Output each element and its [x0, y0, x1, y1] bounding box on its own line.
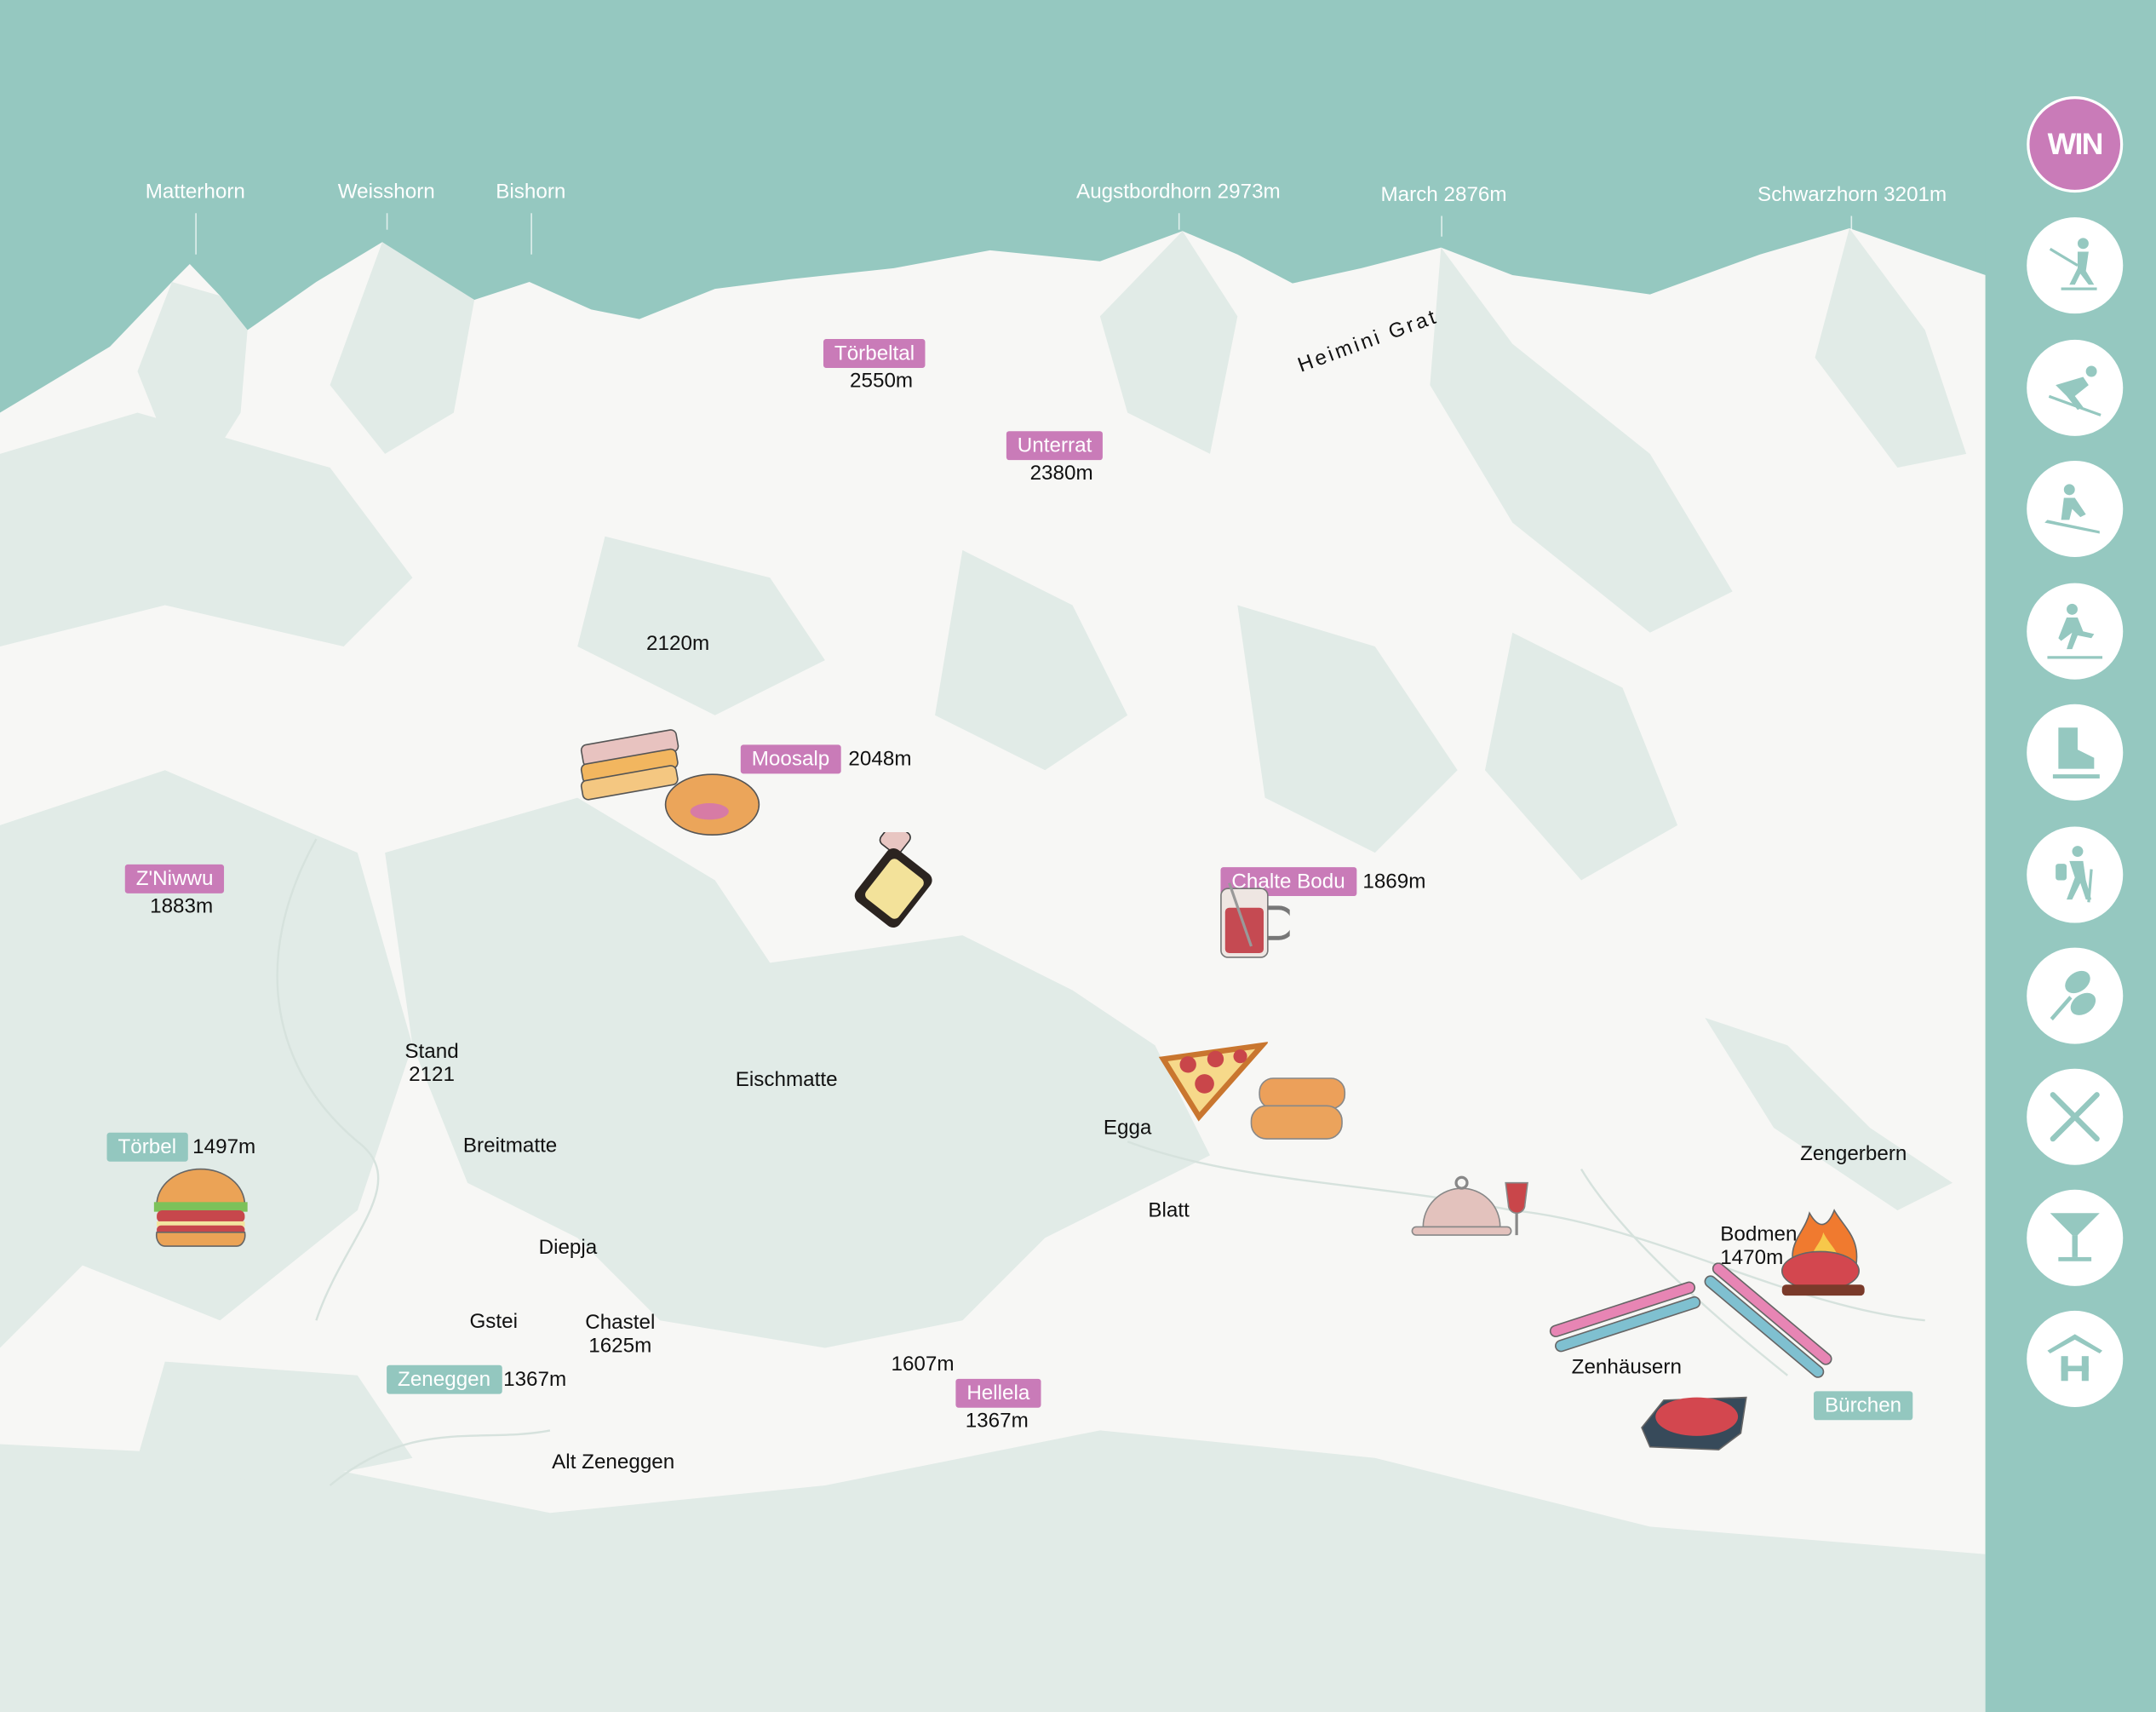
dinner-icon[interactable] — [1409, 1169, 1536, 1244]
win-logo-button[interactable]: WIN — [2027, 96, 2124, 193]
sledding-icon[interactable] — [2027, 460, 2124, 557]
activity-sidebar: WIN — [1985, 0, 2156, 1712]
altitude-label: 1367m — [503, 1367, 567, 1392]
place-label-zengerbern: Zengerbern — [1800, 1142, 1907, 1166]
peak-label-bishorn: Bishorn — [496, 180, 566, 204]
snowshoe-icon[interactable] — [2027, 947, 2124, 1044]
village-badge-zeneggen[interactable]: Zeneggen — [387, 1364, 502, 1394]
hiking-icon[interactable] — [2027, 826, 2124, 923]
peak-marker — [386, 213, 388, 230]
station-badge-hellela[interactable]: Hellela — [955, 1378, 1041, 1408]
pizza-icon[interactable] — [1158, 1040, 1268, 1123]
altitude-label: 1883m — [150, 894, 214, 918]
skiing-icon[interactable] — [2027, 217, 2124, 314]
place-name: Bodmen — [1720, 1222, 1798, 1247]
altitude-label: 2380m — [1029, 461, 1093, 485]
hotel-icon[interactable] — [2027, 1310, 2124, 1407]
altitude-label: 1869m — [1362, 870, 1426, 893]
restaurant-icon[interactable] — [2027, 1068, 2124, 1165]
altitude-label: 1497m — [192, 1135, 256, 1159]
altitude-label: 2120m — [646, 632, 710, 656]
peak-marker — [1178, 213, 1180, 230]
peak-label-matterhorn: Matterhorn — [145, 180, 245, 204]
station-badge-moosalp[interactable]: Moosalp — [740, 744, 841, 774]
cross-country-ski-icon[interactable] — [2027, 583, 2124, 680]
altitude-label: 2048m — [848, 747, 912, 772]
sandwich-icon[interactable] — [575, 727, 685, 803]
place-label-diepja: Diepja — [538, 1235, 598, 1260]
raclette-icon[interactable] — [839, 831, 949, 935]
peak-label-augstbordhorn: Augstbordhorn 2973m — [1076, 180, 1281, 204]
place-altitude: 2121 — [409, 1063, 455, 1087]
peak-marker — [530, 213, 532, 255]
peak-marker — [195, 213, 197, 255]
place-altitude: 1625m — [588, 1334, 652, 1358]
place-label-alt-zeneggen: Alt Zeneggen — [552, 1450, 675, 1474]
place-label-zenhaeusern: Zenhäusern — [1571, 1355, 1682, 1379]
ice-skating-icon[interactable] — [2027, 704, 2124, 801]
pastry-icon[interactable] — [660, 770, 765, 839]
peak-label-schwarzhorn: Schwarzhorn 3201m — [1757, 182, 1947, 207]
place-label-breitmatte: Breitmatte — [462, 1134, 558, 1158]
place-altitude: 1470m — [1720, 1246, 1784, 1270]
crepes-icon[interactable] — [1248, 1073, 1353, 1145]
peak-marker — [1850, 215, 1853, 230]
place-label-eischmatte: Eischmatte — [735, 1067, 838, 1092]
altitude-label: 1367m — [965, 1409, 1029, 1433]
bar-icon[interactable] — [2027, 1189, 2124, 1286]
place-label-gstei: Gstei — [469, 1310, 518, 1334]
skis-icon[interactable] — [1547, 1262, 1863, 1386]
altitude-label: 1607m — [891, 1353, 955, 1376]
place-name: Chastel — [585, 1310, 656, 1335]
mountain-terrain — [0, 228, 1986, 1712]
peak-label-march: March 2876m — [1380, 182, 1507, 207]
village-badge-buerchen[interactable]: Bürchen — [1814, 1391, 1913, 1421]
peak-marker — [1441, 215, 1442, 237]
village-badge-toerbel[interactable]: Törbel — [106, 1132, 188, 1162]
terrain-shading — [0, 228, 1986, 1712]
downhill-ski-icon[interactable] — [2027, 339, 2124, 436]
logo-text: WIN — [2047, 126, 2104, 161]
steak-icon[interactable] — [1637, 1387, 1755, 1456]
peak-label-weisshorn: Weisshorn — [337, 180, 435, 204]
place-label-egga: Egga — [1103, 1116, 1152, 1140]
altitude-label: 2550m — [850, 369, 914, 394]
station-badge-toerbeltal[interactable]: Törbeltal — [823, 339, 926, 368]
place-label-blatt: Blatt — [1148, 1198, 1190, 1222]
station-badge-unterrat[interactable]: Unterrat — [1006, 431, 1104, 461]
place-name: Stand — [404, 1039, 459, 1064]
grill-fire-icon[interactable] — [1774, 1205, 1872, 1304]
mulled-wine-icon[interactable] — [1215, 880, 1290, 962]
station-badge-zniwwu[interactable]: Z'Niwwu — [124, 864, 225, 893]
burger-icon[interactable] — [148, 1163, 253, 1249]
